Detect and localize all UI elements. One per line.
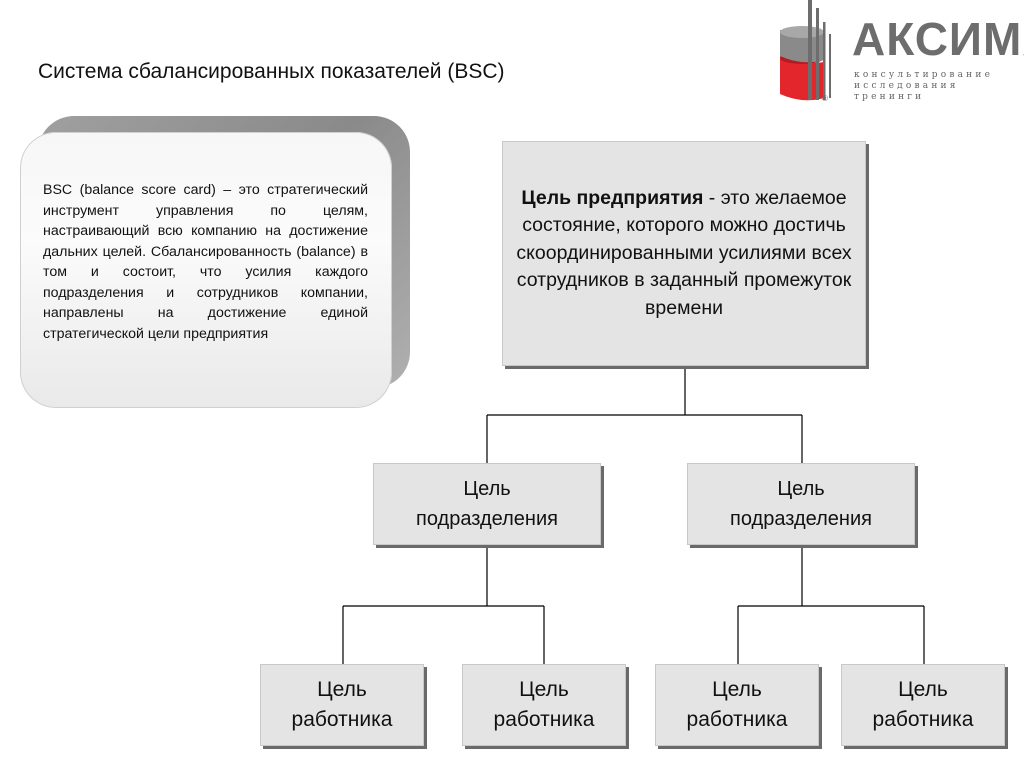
- department-goal-box: Цель подразделения: [373, 463, 601, 545]
- department-goal-label: Цель подразделения: [416, 478, 558, 530]
- company-logo: АКСИМА консультирование исследования тре…: [778, 0, 1024, 110]
- slide-title: Система сбалансированных показателей (BS…: [38, 60, 505, 83]
- department-goal-box: Цель подразделения: [687, 463, 915, 545]
- employee-goal-label: Цель работника: [686, 678, 788, 731]
- employee-goal-box: Цель работника: [260, 664, 424, 746]
- department-goal-label: Цель подразделения: [730, 478, 872, 530]
- employee-goal-box: Цель работника: [655, 664, 819, 746]
- logo-tagline-3: тренинги: [854, 92, 925, 102]
- employee-goal-label: Цель работника: [872, 678, 974, 731]
- enterprise-goal-box: Цель предприятия - это желаемое состояни…: [502, 141, 866, 366]
- logo-emblem-icon: [780, 0, 831, 101]
- enterprise-goal-text: Цель предприятия - это желаемое состояни…: [513, 185, 855, 323]
- logo-tagline-1: консультирование: [854, 70, 994, 80]
- definition-card: [20, 132, 392, 408]
- registered-mark: ®: [822, 94, 828, 103]
- enterprise-goal-term: Цель предприятия: [521, 186, 704, 209]
- logo-wordmark: АКСИМА: [852, 13, 1024, 65]
- employee-goal-box: Цель работника: [462, 664, 626, 746]
- logo-tagline-2: исследования: [854, 81, 959, 91]
- enterprise-goal-definition: - это желаемое состояние, которого можно…: [516, 186, 852, 319]
- employee-goal-label: Цель работника: [493, 678, 595, 731]
- employee-goal-box: Цель работника: [841, 664, 1005, 746]
- definition-text: BSC (balance score card) – это стратегич…: [43, 182, 368, 342]
- employee-goal-label: Цель работника: [291, 678, 393, 731]
